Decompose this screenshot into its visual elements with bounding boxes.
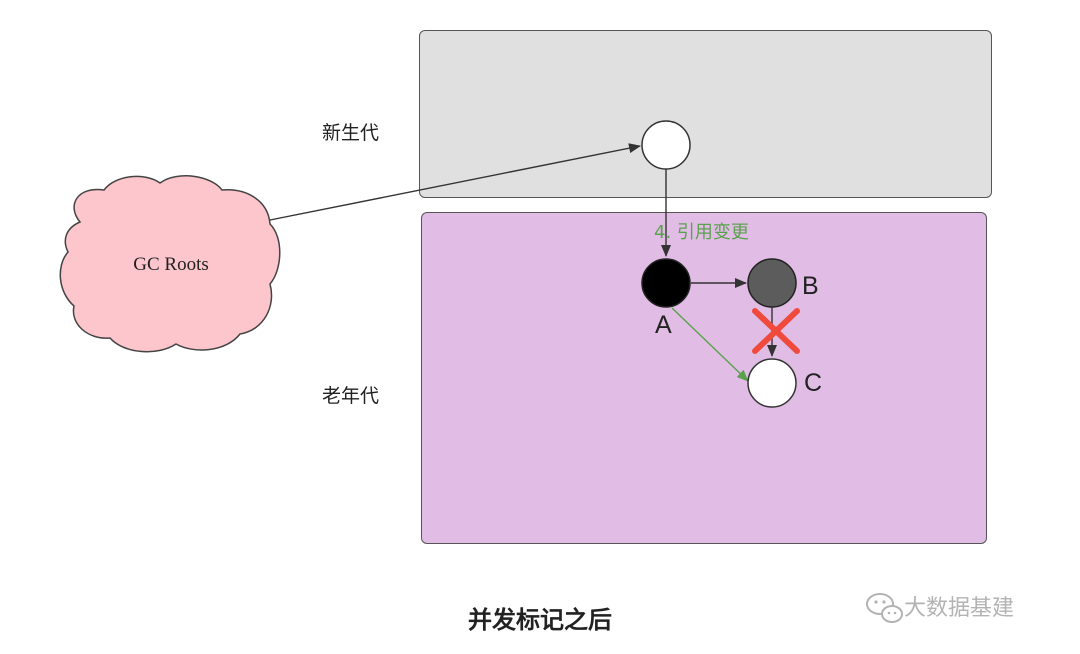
old-generation-region <box>421 212 987 544</box>
node-b-label: B <box>802 272 819 300</box>
diagram-caption: 并发标记之后 <box>468 606 612 634</box>
edge-roots-to-young-object <box>269 143 641 221</box>
young-generation-label: 新生代 <box>322 122 380 144</box>
wechat-icon <box>866 593 903 623</box>
gc-roots-label: GC Roots <box>133 254 209 275</box>
young-object-node <box>641 120 691 170</box>
node-a <box>641 258 691 308</box>
reference-change-label: 4. 引用变更 <box>654 222 749 243</box>
node-c <box>747 358 797 408</box>
edge-a-to-c-new <box>671 307 749 382</box>
old-generation-label: 老年代 <box>322 385 380 407</box>
node-a-label: A <box>655 311 672 339</box>
young-generation-region <box>419 30 992 198</box>
node-c-label: C <box>804 369 823 397</box>
gc-roots-cloud <box>59 175 281 353</box>
removed-reference-cross-icon <box>752 308 800 354</box>
watermark: 大数据基建 <box>864 590 1014 622</box>
node-b <box>747 258 797 308</box>
watermark-text: 大数据基建 <box>904 596 1015 621</box>
